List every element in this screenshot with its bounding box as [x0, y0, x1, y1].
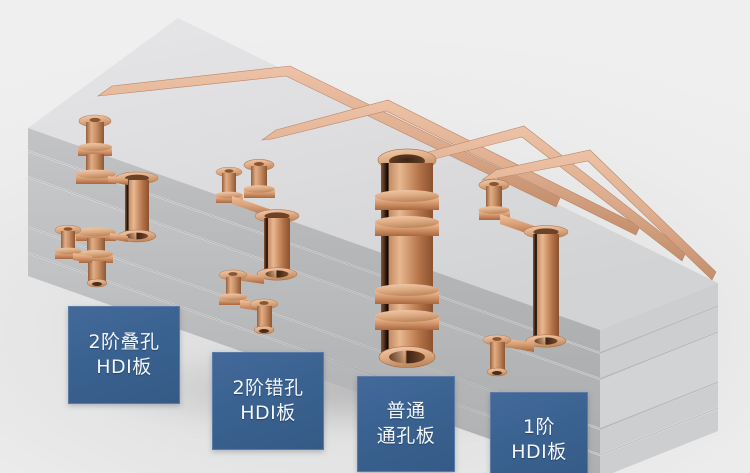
trace-4 — [480, 149, 717, 281]
via-stacked-2nd-order — [76, 114, 116, 288]
via-micro-extra — [54, 224, 92, 263]
barrel-stacked-L5 — [88, 261, 106, 284]
via-plated-through-hole — [375, 148, 439, 368]
label-line-2: HDI板 — [96, 356, 152, 378]
pth-bottom-hole — [389, 350, 425, 364]
label-line-2: HDI板 — [240, 402, 296, 424]
label-line-1: 1阶 — [522, 415, 556, 438]
barrel-stacked-L1 — [86, 122, 104, 150]
label-line-1: 2阶叠孔 — [88, 330, 160, 353]
label-first-order-hdi[interactable]: 1阶 HDI板 — [490, 392, 588, 473]
label-line-1: 普通 — [386, 399, 426, 422]
label-line-2: 通孔板 — [376, 425, 436, 447]
label-plated-through-hole[interactable]: 普通 通孔板 — [357, 376, 455, 472]
via-first-order-hdi — [478, 179, 569, 377]
pth-barrel — [381, 163, 433, 358]
label-line-2: HDI板 — [511, 441, 567, 463]
barrel-buried-left — [125, 180, 149, 234]
layer-2-front — [28, 152, 600, 378]
barrel-hdi1-bottom — [490, 342, 505, 372]
layer-3-core-front — [28, 178, 600, 428]
label-line-1: 2阶错孔 — [232, 376, 304, 399]
layer-4-front — [28, 228, 600, 454]
via-buried-core-left — [108, 171, 159, 243]
layer-1-front — [28, 128, 600, 352]
barrel-staggered-lower-2 — [257, 306, 272, 330]
barrel-staggered-core — [264, 218, 290, 272]
pth-collars — [375, 190, 439, 330]
label-staggered-2nd-order-hdi[interactable]: 2阶错孔 HDI板 — [212, 352, 324, 450]
trace-2 — [260, 99, 641, 236]
via-staggered-2nd-order — [215, 159, 300, 335]
trace-1 — [96, 65, 561, 208]
label-stacked-2nd-order-hdi[interactable]: 2阶叠孔 HDI板 — [68, 306, 180, 404]
barrel-hdi1-core — [533, 234, 559, 340]
right-face-layers — [599, 283, 719, 473]
